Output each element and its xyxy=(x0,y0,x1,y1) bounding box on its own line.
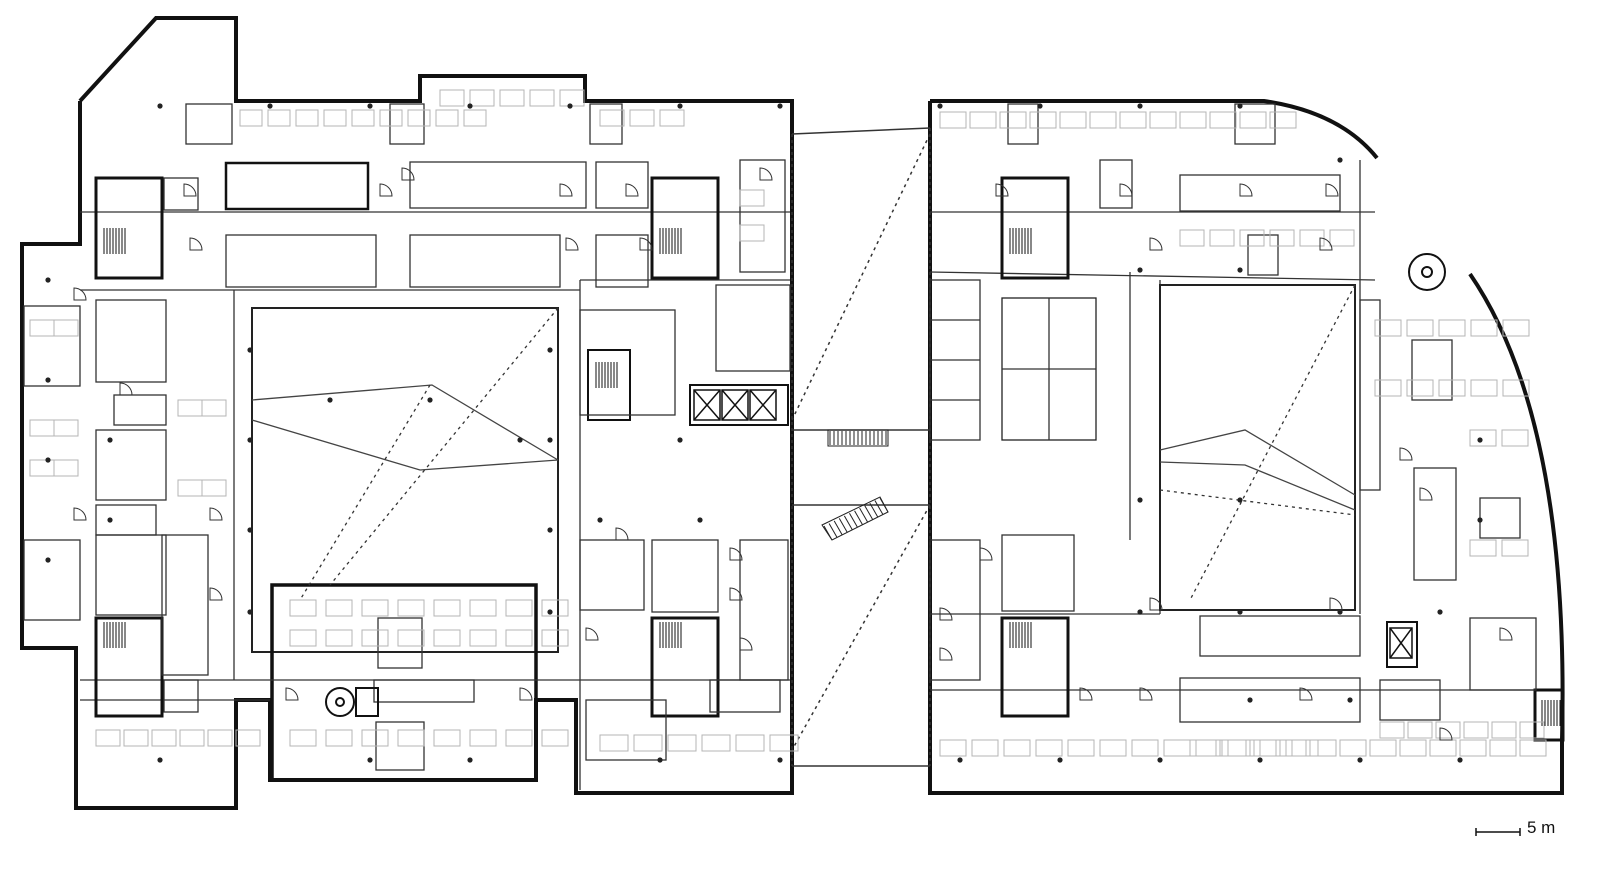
east-wing-outline xyxy=(928,99,1565,795)
atrium-west xyxy=(251,307,559,653)
bridge-stairs xyxy=(821,429,889,541)
scale-bar-label: 5 m xyxy=(1527,818,1556,837)
structural-columns xyxy=(45,103,1483,763)
workstations xyxy=(29,89,1547,757)
atrium-east xyxy=(1159,284,1356,611)
connector-bridge xyxy=(791,127,931,767)
west-wing-interior xyxy=(23,103,791,790)
spiral-stair-east xyxy=(1408,253,1446,291)
stair-cores xyxy=(103,228,1564,726)
atrium-south-room xyxy=(270,583,538,782)
spiral-stair-south xyxy=(325,687,379,717)
west-wing-outline xyxy=(20,16,794,810)
door-swings xyxy=(73,167,1513,741)
east-wing-interior xyxy=(929,103,1565,742)
scale-bar xyxy=(1475,828,1521,836)
elevator-bank xyxy=(693,389,1413,659)
